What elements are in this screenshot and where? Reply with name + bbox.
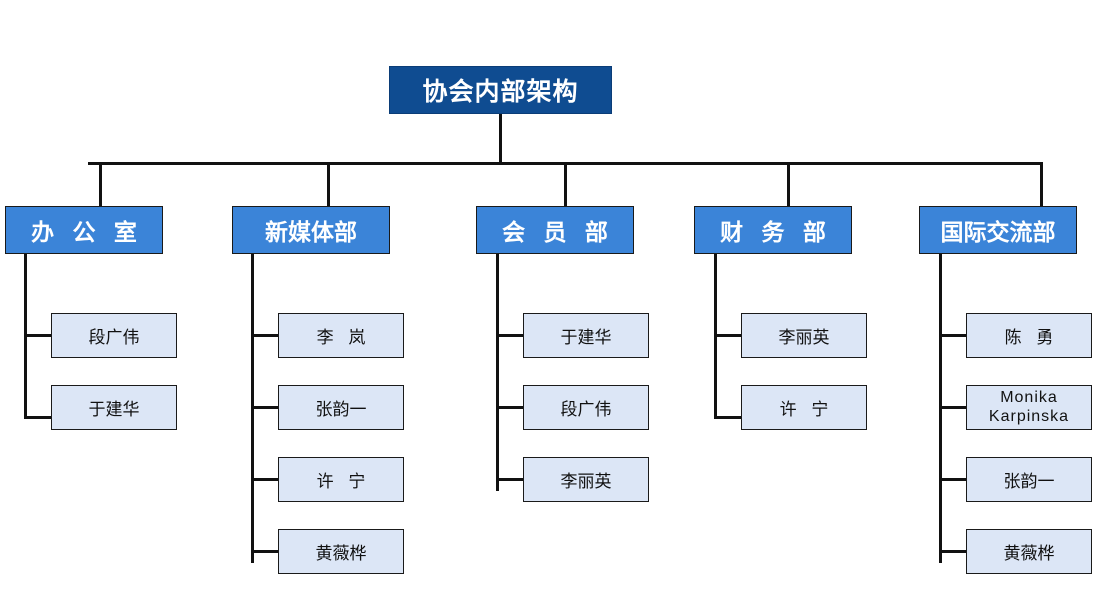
leaf-stub-2-3 [251, 478, 279, 481]
dept-drop-line-1 [99, 162, 102, 206]
department-node-1[interactable]: 办 公 室 [5, 206, 163, 254]
department-node-5[interactable]: 国际交流部 [919, 206, 1077, 254]
member-node-5-1[interactable]: 陈 勇 [966, 313, 1092, 358]
department-node-4[interactable]: 财 务 部 [694, 206, 852, 254]
dept-drop-line-3 [564, 162, 567, 206]
department-label-5: 国际交流部 [940, 219, 1056, 245]
member-node-2-3[interactable]: 许 宁 [278, 457, 404, 502]
member-node-5-2[interactable]: Monika Karpinska [966, 385, 1092, 430]
dept-drop-line-5 [1040, 162, 1043, 206]
member-node-4-2[interactable]: 许 宁 [741, 385, 867, 430]
leaf-stub-5-3 [939, 478, 967, 481]
member-node-2-4[interactable]: 黄薇桦 [278, 529, 404, 574]
leaf-stub-1-1 [24, 334, 52, 337]
leaf-stub-3-2 [496, 406, 524, 409]
member-node-3-1[interactable]: 于建华 [523, 313, 649, 358]
root-node[interactable]: 协会内部架构 [389, 66, 612, 114]
member-label-3-3: 李丽英 [560, 472, 612, 491]
member-node-3-2[interactable]: 段广伟 [523, 385, 649, 430]
member-node-5-3[interactable]: 张韵一 [966, 457, 1092, 502]
dept-drop-line-4 [787, 162, 790, 206]
leaf-stub-3-3 [496, 478, 524, 481]
department-node-3[interactable]: 会 员 部 [476, 206, 634, 254]
member-label-2-4: 黄薇桦 [315, 544, 367, 563]
department-label-1: 办 公 室 [31, 219, 143, 245]
leaf-stub-2-4 [251, 550, 279, 553]
member-node-4-1[interactable]: 李丽英 [741, 313, 867, 358]
leaf-stub-4-1 [714, 334, 742, 337]
member-label-2-2: 张韵一 [315, 400, 367, 419]
leaf-stub-5-4 [939, 550, 967, 553]
member-node-2-2[interactable]: 张韵一 [278, 385, 404, 430]
member-label-4-1: 李丽英 [778, 328, 830, 347]
member-node-5-4[interactable]: 黄薇桦 [966, 529, 1092, 574]
member-label-2-1: 李 岚 [316, 328, 371, 347]
member-label-5-1: 陈 勇 [1004, 328, 1059, 347]
member-label-1-2: 于建华 [88, 400, 140, 419]
dept-drop-line-2 [327, 162, 330, 206]
member-node-1-2[interactable]: 于建华 [51, 385, 177, 430]
leaf-stub-2-1 [251, 334, 279, 337]
leaf-stub-3-1 [496, 334, 524, 337]
leaf-stub-5-2 [939, 406, 967, 409]
leaf-stub-4-2 [714, 416, 742, 419]
member-label-4-2: 许 宁 [779, 400, 834, 419]
leaf-stub-1-2 [24, 416, 52, 419]
dept-spine-line-3 [496, 254, 499, 491]
department-label-3: 会 员 部 [502, 219, 614, 245]
leaf-stub-2-2 [251, 406, 279, 409]
root-node-label: 协会内部架构 [422, 78, 579, 106]
member-label-2-3: 许 宁 [316, 472, 371, 491]
member-label-3-1: 于建华 [560, 328, 612, 347]
member-node-2-1[interactable]: 李 岚 [278, 313, 404, 358]
department-label-2: 新媒体部 [265, 219, 357, 245]
leaf-stub-5-1 [939, 334, 967, 337]
member-label-1-1: 段广伟 [88, 328, 140, 347]
member-label-5-2: Monika Karpinska [988, 389, 1070, 425]
member-node-3-3[interactable]: 李丽英 [523, 457, 649, 502]
member-label-3-2: 段广伟 [560, 400, 612, 419]
member-node-1-1[interactable]: 段广伟 [51, 313, 177, 358]
root-stem-line [499, 114, 502, 163]
department-node-2[interactable]: 新媒体部 [232, 206, 390, 254]
department-label-4: 财 务 部 [720, 219, 832, 245]
member-label-5-4: 黄薇桦 [1003, 544, 1055, 563]
member-label-5-3: 张韵一 [1003, 472, 1055, 491]
